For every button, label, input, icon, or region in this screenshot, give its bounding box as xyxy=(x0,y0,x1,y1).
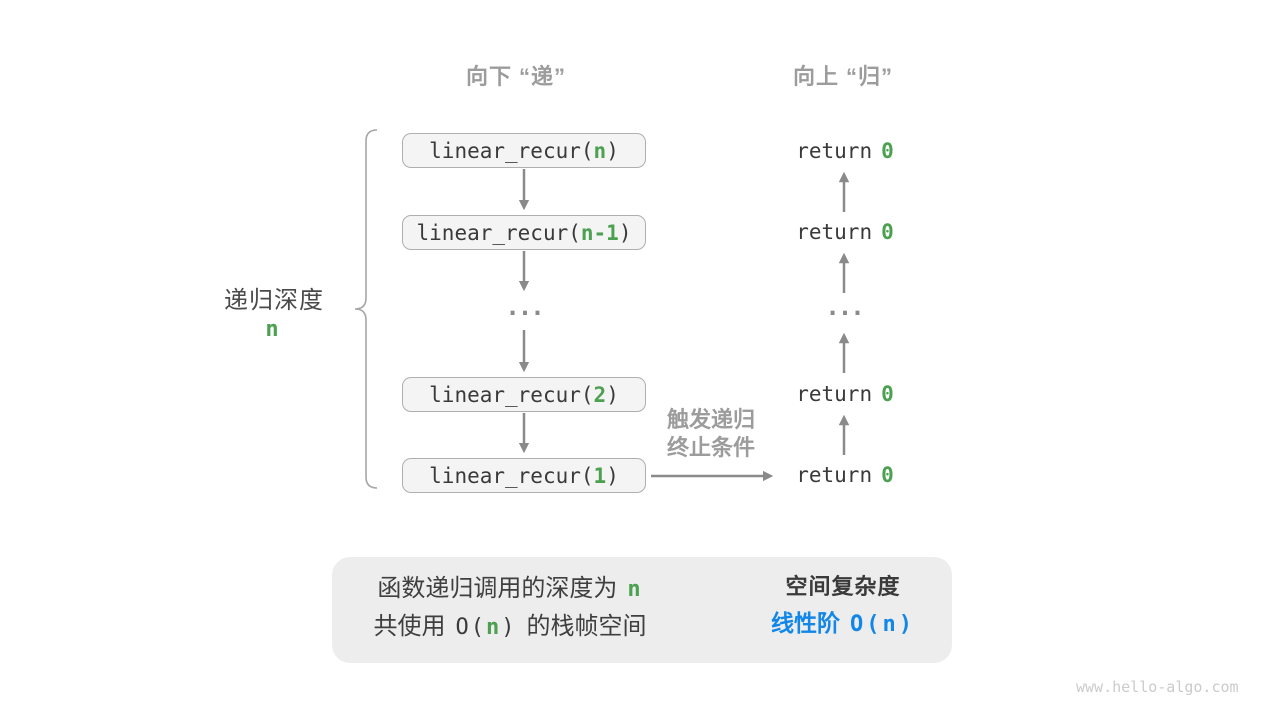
ellipsis-right: ... xyxy=(825,293,864,321)
call-arg: 1 xyxy=(593,463,607,488)
return-row: return 0 xyxy=(765,138,925,164)
result-complexity: O(n) xyxy=(850,612,915,637)
summary-panel xyxy=(332,557,952,663)
watermark: www.hello-algo.com xyxy=(1076,678,1239,696)
big-o-open: O( xyxy=(455,615,486,640)
summary-line2-post: 的栈帧空间 xyxy=(526,613,647,640)
summary-line1-text: 函数递归调用的深度为 xyxy=(377,575,618,602)
result-title: 空间复杂度 xyxy=(785,574,901,599)
header-ascend: 向上 “归” xyxy=(792,64,894,89)
return-keyword: return xyxy=(796,139,873,163)
return-keyword: return xyxy=(796,382,873,406)
call-arg: n-1 xyxy=(580,220,619,245)
trigger-line2: 终止条件 xyxy=(666,435,755,460)
summary-line1: 函数递归调用的深度为 n xyxy=(345,574,675,605)
call-suffix: ) xyxy=(618,220,632,245)
call-suffix: ) xyxy=(606,463,619,488)
return-value: 0 xyxy=(881,382,894,406)
depth-label: 递归深度 xyxy=(224,287,324,314)
trigger-line1: 触发递归 xyxy=(666,407,755,432)
summary-line2: 共使用 O(n) 的栈帧空间 xyxy=(345,612,675,643)
trigger-label: 触发递归 终止条件 xyxy=(631,406,791,462)
return-row: return 0 xyxy=(765,219,925,245)
call-prefix: linear_recur( xyxy=(416,220,581,245)
call-arg: n xyxy=(593,138,607,163)
return-row: return 0 xyxy=(765,462,925,488)
header-descend: 向下 “递” xyxy=(465,64,567,89)
summary-line2-pre: 共使用 xyxy=(373,613,446,640)
big-o-var: n xyxy=(486,615,502,640)
call-prefix: linear_recur( xyxy=(429,382,594,407)
call-box-n-1: linear_recur(n-1) xyxy=(402,215,646,250)
return-value: 0 xyxy=(881,220,894,244)
ellipsis-left: ... xyxy=(505,293,544,321)
call-box-2: linear_recur(2) xyxy=(402,377,646,412)
summary-result: 空间复杂度 线性阶 O(n) xyxy=(733,573,953,639)
result-value-line: 线性阶 O(n) xyxy=(733,609,953,639)
summary-line1-var: n xyxy=(627,577,643,602)
return-value: 0 xyxy=(881,139,894,163)
call-suffix: ) xyxy=(606,382,619,407)
call-prefix: linear_recur( xyxy=(429,138,594,163)
call-prefix: linear_recur( xyxy=(429,463,594,488)
return-keyword: return xyxy=(796,220,873,244)
depth-brace xyxy=(354,129,378,489)
return-value: 0 xyxy=(881,463,894,487)
depth-value: n xyxy=(265,317,279,342)
call-box-n: linear_recur(n) xyxy=(402,133,646,168)
call-box-1: linear_recur(1) xyxy=(402,458,646,493)
call-suffix: ) xyxy=(606,138,619,163)
call-arg: 2 xyxy=(593,382,607,407)
return-row: return 0 xyxy=(765,381,925,407)
return-keyword: return xyxy=(796,463,873,487)
result-label: 线性阶 xyxy=(771,610,840,636)
big-o-close: ) xyxy=(501,615,517,640)
